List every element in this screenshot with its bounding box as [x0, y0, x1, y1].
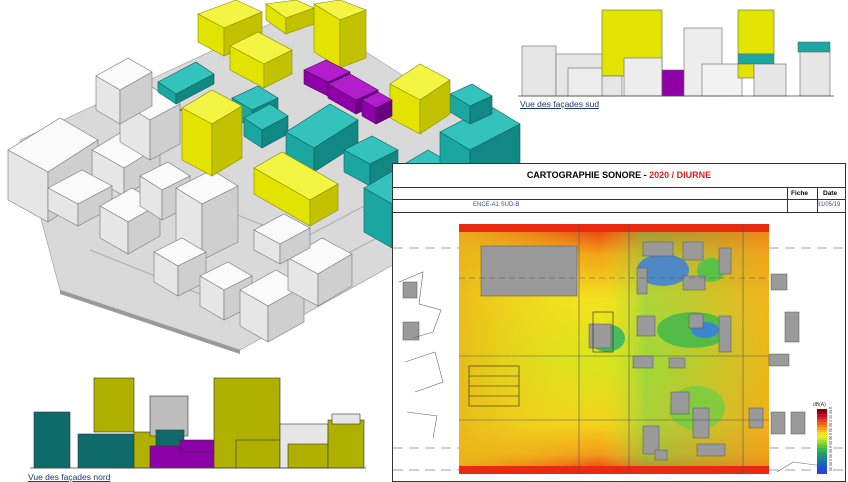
- map-date: 31/05/19: [817, 202, 841, 208]
- legend-level: 32: [829, 469, 832, 473]
- legend-swatch: [817, 440, 827, 443]
- legend-swatch: [817, 453, 827, 456]
- noise-heatmap: [393, 224, 845, 474]
- north-facade-elevation: [30, 377, 366, 469]
- legend-level: 80: [829, 407, 832, 410]
- legend-swatch: [817, 466, 827, 469]
- legend-level: 72: [829, 417, 832, 421]
- legend-level: 38: [829, 461, 832, 465]
- legend-swatch: [817, 427, 827, 430]
- ground-plate-edge: [60, 290, 240, 354]
- legend-swatch: [817, 424, 827, 428]
- legend-swatch: [817, 448, 827, 451]
- legend-swatch: [817, 411, 827, 415]
- legend-level: 48: [829, 448, 832, 452]
- map-title-year: 2020 / DIURNE: [649, 170, 712, 180]
- legend-level: 70: [829, 420, 832, 423]
- isometric-massing-model: [7, 0, 521, 354]
- legend-swatch: [817, 437, 827, 441]
- legend-level: 36: [829, 464, 832, 468]
- legend-level: 66: [829, 425, 832, 429]
- legend-level: 54: [829, 440, 832, 444]
- legend-level: 44: [829, 453, 832, 457]
- purple-buildings: [303, 59, 393, 125]
- legend-swatch: [817, 463, 827, 467]
- legend-swatch: [817, 445, 827, 448]
- legend-swatch: [817, 461, 827, 464]
- legend-unit: dB(A): [813, 402, 826, 408]
- legend-swatch: [817, 450, 827, 454]
- north-facade-caption: Vue des façades nord: [28, 472, 111, 482]
- legend-level: 68: [829, 422, 832, 426]
- legend-swatch: [817, 419, 827, 422]
- date-label: Date: [823, 190, 838, 197]
- noise-map-panel: CARTOGRAPHIE SONORE - 2020 / DIURNE Fich…: [392, 163, 846, 482]
- legend-swatch: [817, 442, 827, 446]
- header-row-divider: [393, 199, 845, 200]
- legend-level: 62: [829, 430, 832, 434]
- legend-swatch: [817, 414, 827, 417]
- legend-level: 34: [829, 466, 832, 470]
- fiche-label: Fiche: [791, 190, 808, 197]
- cad-linework: [393, 224, 845, 474]
- legend-swatch: [817, 409, 827, 412]
- map-reference: ENCE-A1 SUD-B: [473, 202, 520, 208]
- legend-swatch: [817, 432, 827, 435]
- legend-level: 58: [829, 435, 832, 439]
- legend-swatch: [817, 435, 827, 438]
- road-top: [459, 224, 769, 232]
- legend-level: 52: [829, 443, 832, 447]
- legend-swatch: [817, 429, 827, 433]
- legend-swatch: [817, 422, 827, 425]
- legend-level: 74: [829, 414, 832, 418]
- legend-swatch: [817, 455, 827, 459]
- south-facade-elevation: [518, 9, 834, 97]
- map-buildings: [402, 241, 806, 461]
- legend-level: 42: [829, 456, 832, 460]
- legend-level: 46: [829, 451, 832, 455]
- legend-level: 40: [829, 459, 832, 462]
- legend-swatch: [817, 468, 827, 472]
- legend-level: 64: [829, 427, 832, 431]
- legend-swatch: [817, 471, 827, 474]
- legend-level: 56: [829, 438, 832, 442]
- legend-level: 78: [829, 409, 832, 413]
- legend-level: 50: [829, 446, 832, 449]
- south-facade-caption: Vue des façades sud: [520, 99, 600, 109]
- legend-swatch: [817, 458, 827, 461]
- road-bottom: [459, 466, 769, 474]
- header-divider: [393, 187, 845, 188]
- map-title-prefix: CARTOGRAPHIE SONORE -: [526, 170, 650, 180]
- header-bottom-divider: [393, 212, 845, 213]
- legend-level: 76: [829, 412, 832, 416]
- map-title: CARTOGRAPHIE SONORE - 2020 / DIURNE: [393, 170, 845, 180]
- yellow-buildings: [181, 0, 451, 227]
- legend-level: 60: [829, 433, 832, 436]
- white-buildings: [7, 57, 353, 343]
- legend-swatch: [817, 416, 827, 420]
